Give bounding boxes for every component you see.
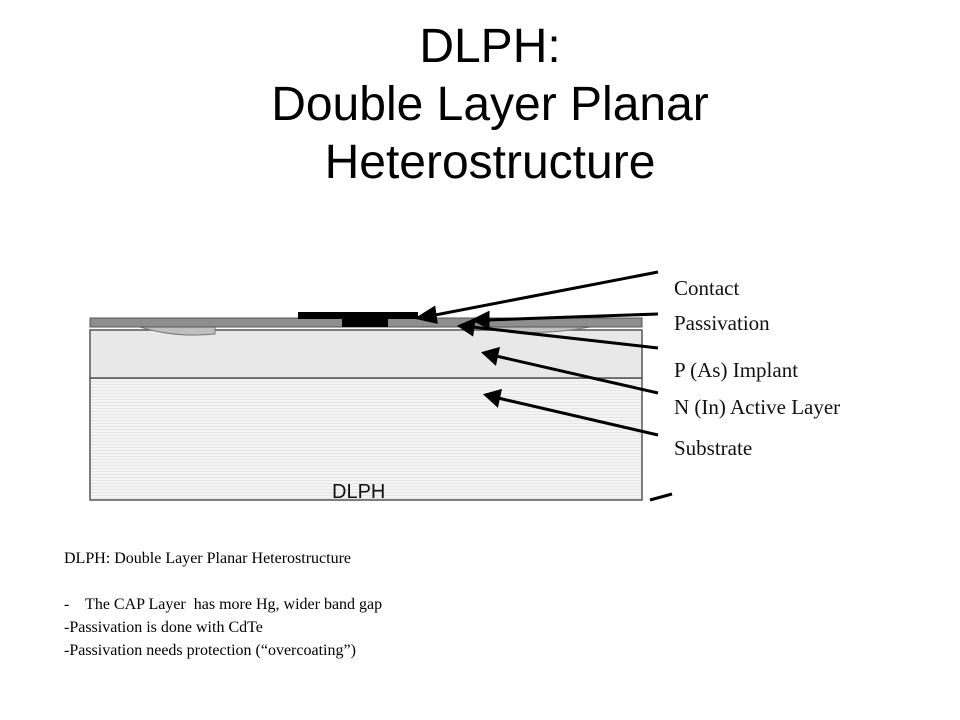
notes-bullet-3: -Passivation needs protection (“overcoat… xyxy=(64,642,356,659)
arrowhead-passivation xyxy=(470,310,490,330)
arrow-implant xyxy=(471,325,659,350)
label-passivation: Passivation xyxy=(674,311,770,335)
arrowhead-active-layer xyxy=(480,346,500,366)
arrow-passivation xyxy=(487,312,659,322)
label-contact: Contact xyxy=(674,276,739,300)
label-p-implant: P (As) Implant xyxy=(674,358,798,382)
notes-bullet-2: -Passivation is done with CdTe xyxy=(64,619,263,636)
arrow-substrate xyxy=(497,396,659,437)
arrowhead-contact xyxy=(414,305,438,324)
implant-well-left xyxy=(139,326,216,336)
notes-spacer xyxy=(64,570,382,593)
notes-block: DLPH: Double Layer Planar Heterostructur… xyxy=(64,547,382,662)
label-n-active-layer: N (In) Active Layer xyxy=(674,395,840,419)
arrow-cut-off xyxy=(649,492,673,502)
notes-bullet-1: - The CAP Layer has more Hg, wider band … xyxy=(64,596,383,613)
title-line-2: Double Layer Planar xyxy=(271,78,709,131)
arrow-active-layer xyxy=(495,354,659,395)
notes-heading: DLPH: Double Layer Planar Heterostructur… xyxy=(64,550,352,567)
arrow-contact xyxy=(429,270,659,318)
slide-title: DLPH: Double Layer Planar Heterostructur… xyxy=(0,18,960,192)
diagram-caption: DLPH xyxy=(332,481,385,503)
title-line-1: DLPH: xyxy=(419,20,561,73)
arrowhead-substrate xyxy=(482,388,502,408)
contact-metal xyxy=(298,312,418,327)
label-substrate: Substrate xyxy=(674,436,752,460)
p-implant-layer xyxy=(89,329,643,379)
arrowhead-implant xyxy=(456,317,476,337)
n-active-layer xyxy=(89,377,643,501)
title-line-3: Heterostructure xyxy=(324,136,656,189)
